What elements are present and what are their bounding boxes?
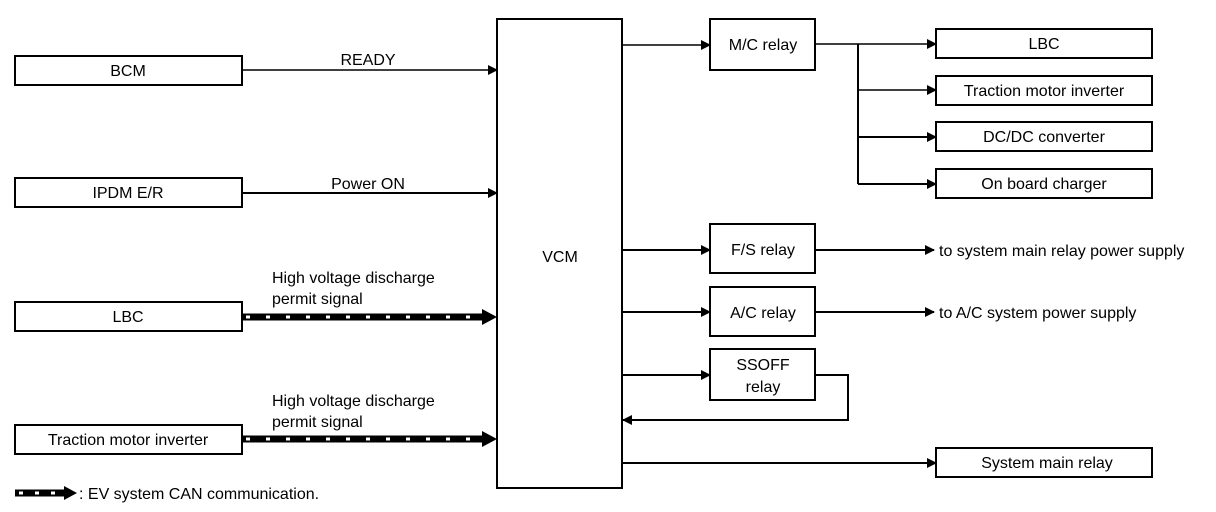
vcm-box <box>496 18 623 489</box>
vcm-node: VCM <box>496 18 623 489</box>
bcm-box <box>14 55 243 86</box>
lbc-input-label: LBC <box>112 309 143 326</box>
ac-relay-node: A/C relay <box>709 286 816 337</box>
mc-output-lbc: LBC <box>935 28 1153 59</box>
inverter-can-line <box>242 431 497 447</box>
legend: : EV system CAN communication. <box>15 486 319 503</box>
lbc-signal-label-2: permit signal <box>272 291 363 308</box>
fs-relay-label: F/S relay <box>731 242 795 259</box>
lbc-can-line <box>242 309 497 325</box>
fs-relay-box <box>709 223 816 274</box>
charger-output-label: On board charger <box>981 176 1107 193</box>
lbc-input-box <box>14 301 243 332</box>
ac-output-label: to A/C system power supply <box>939 305 1136 322</box>
mc-relay-node: M/C relay <box>709 18 816 71</box>
fs-output-label: to system main relay power supply <box>939 243 1184 260</box>
mc-output-inverter: Traction motor inverter <box>935 75 1153 106</box>
inverter-input-node: Traction motor inverter <box>14 424 243 455</box>
system-main-relay-label: System main relay <box>981 455 1113 472</box>
bcm-node: BCM <box>14 55 243 86</box>
lbc-input-node: LBC <box>14 301 243 332</box>
inverter-input-label: Traction motor inverter <box>48 432 209 449</box>
inverter-output-box <box>935 75 1153 106</box>
inverter-input-box <box>14 424 243 455</box>
inverter-signal-label-1: High voltage discharge <box>272 393 435 410</box>
fs-relay-node: F/S relay <box>709 223 816 274</box>
dcdc-output-box <box>935 121 1153 152</box>
ssoff-feedback-line <box>622 374 849 425</box>
mc-relay-label: M/C relay <box>729 37 797 54</box>
can-line-legend-icon <box>15 486 77 500</box>
system-main-relay-box <box>935 447 1153 478</box>
ipdm-box <box>14 177 243 208</box>
inverter-signal-label-2: permit signal <box>272 414 363 431</box>
system-main-relay-node: System main relay <box>935 447 1153 478</box>
mc-output-dcdc: DC/DC converter <box>935 121 1153 152</box>
lbc-output-label: LBC <box>1028 36 1059 53</box>
lbc-signal-label-1: High voltage discharge <box>272 270 435 287</box>
ssoff-relay-label-1: SSOFF <box>736 357 790 374</box>
lbc-output-box <box>935 28 1153 59</box>
dcdc-output-label: DC/DC converter <box>983 129 1105 146</box>
ipdm-label: IPDM E/R <box>92 185 163 202</box>
bcm-label: BCM <box>110 63 146 80</box>
charger-output-box <box>935 168 1153 199</box>
mc-output-charger: On board charger <box>935 168 1153 199</box>
ac-relay-label: A/C relay <box>730 305 796 322</box>
ready-signal-label: READY <box>340 52 395 69</box>
ssoff-relay-node: SSOFF relay <box>709 348 816 401</box>
power-on-signal-label: Power ON <box>331 176 405 193</box>
inverter-output-label: Traction motor inverter <box>964 83 1125 100</box>
legend-text: : EV system CAN communication. <box>79 486 319 503</box>
ipdm-node: IPDM E/R <box>14 177 243 208</box>
ssoff-relay-label-2: relay <box>746 379 781 396</box>
vcm-label: VCM <box>542 249 578 266</box>
ssoff-relay-box <box>709 348 816 401</box>
